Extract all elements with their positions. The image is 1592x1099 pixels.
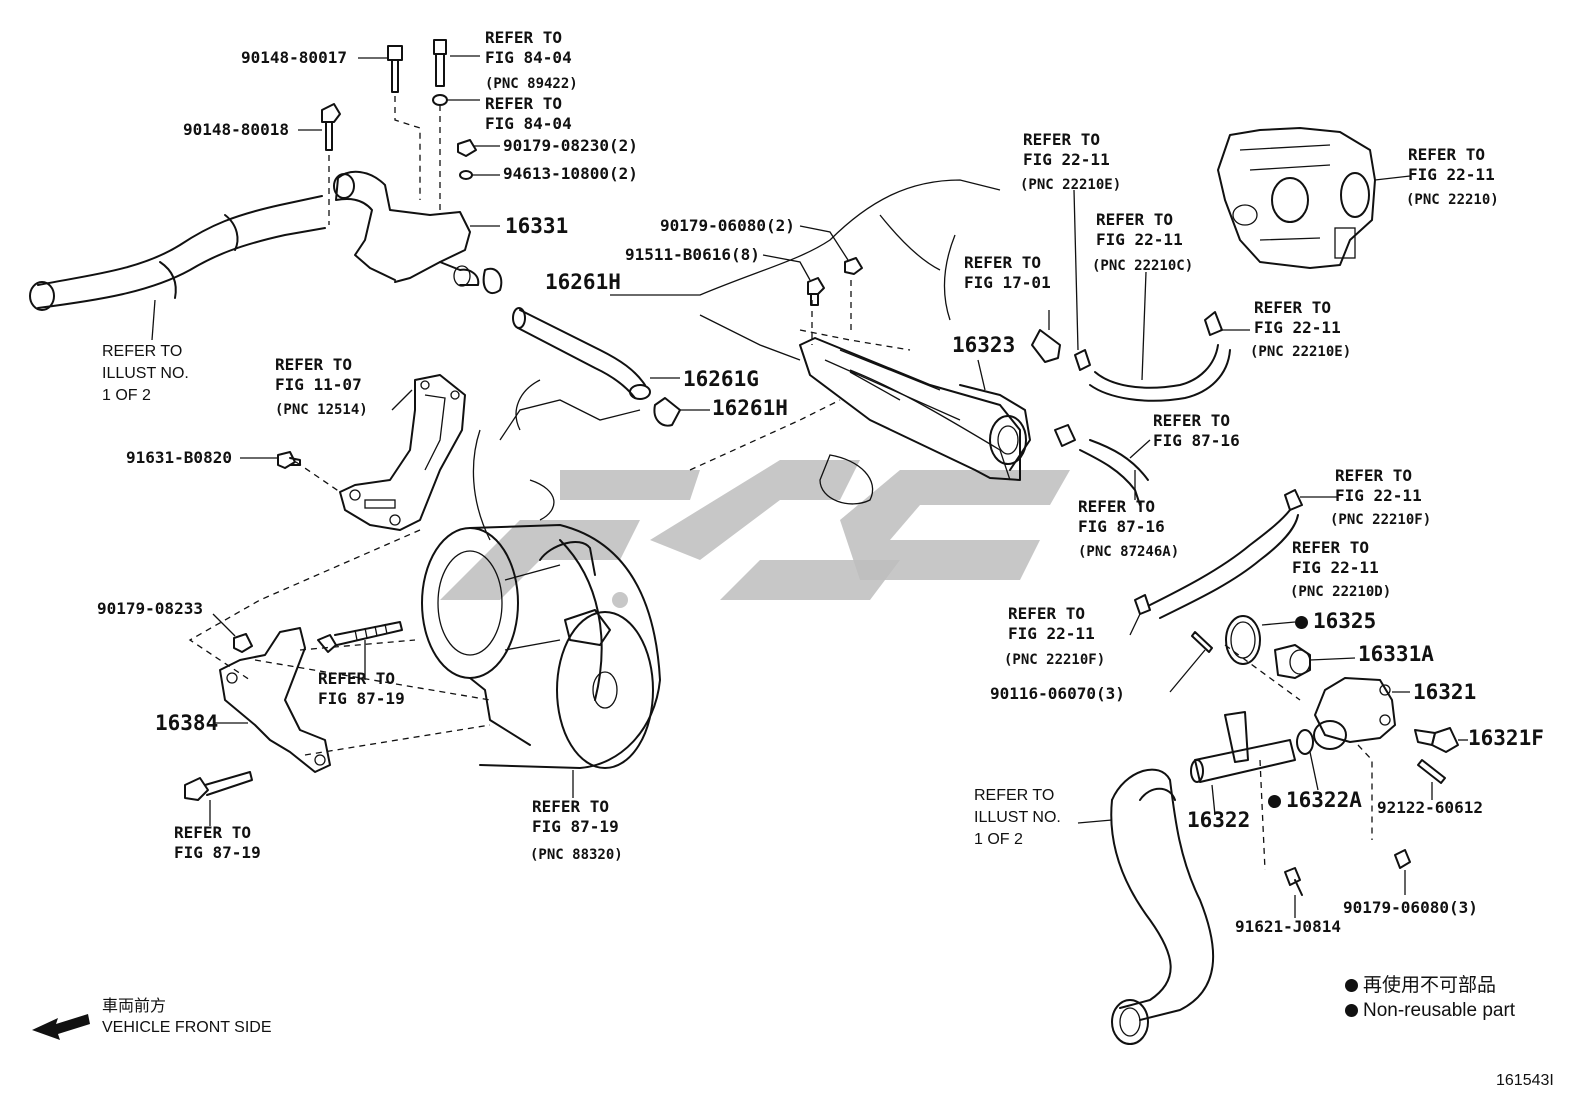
watermark-logo [440,460,1070,608]
callout-p90116-06070: 90116-06070(3) [990,684,1125,703]
nonreusable-dot-icon [1345,979,1358,992]
hoses-right-upper [1031,189,1250,402]
callout-p16322A: 16322A [1268,788,1362,812]
legend-nonreusable-en: Non-reusable part [1345,1001,1515,1021]
callout-text: 16322A [1286,788,1362,812]
water-inlet-pipe [1190,711,1296,816]
callout-p90179-06080-2: 90179-06080(2) [660,216,795,235]
callout-p16331A: 16331A [1358,642,1434,666]
callout-p16323: 16323 [952,333,1016,357]
callout-ref-illust-2: REFER TO ILLUST NO. 1 OF 2 [974,787,1061,848]
nonreusable-dot-icon [1345,1004,1358,1017]
callout-p94613-10800: 94613-10800(2) [503,164,638,183]
callout-ref-17-01: REFER TO FIG 17-01 [964,253,1051,292]
callout-pnc-22210: (PNC 22210) [1406,192,1499,208]
water-outlet [333,170,503,295]
callout-ref-22-11-c: REFER TO FIG 22-11 [1408,145,1495,184]
nonreusable-dot-icon [1268,795,1281,808]
ac-compressor [421,479,661,798]
callout-text: 16325 [1313,609,1377,633]
callout-p16384: 16384 [155,711,219,735]
callout-p91621-J0814: 91621-J0814 [1235,917,1341,936]
callout-p16321F: 16321F [1468,726,1544,750]
callout-ref-22-11-e: REFER TO FIG 22-11 [1335,466,1422,505]
callout-pnc-88320: (PNC 88320) [530,847,623,863]
callout-ref-87-19-c: REFER TO FIG 87-19 [532,797,619,836]
nonreusable-dot-icon [1295,616,1308,629]
legend-jp-text: 再使用不可部品 [1363,975,1497,996]
callout-ref-84-04-b: REFER TO FIG 84-04 [485,94,572,133]
callout-p16325: 16325 [1295,609,1376,633]
callout-ref-87-16-b: REFER TO FIG 87-16 [1078,497,1165,536]
callout-pnc-22210C: (PNC 22210C) [1092,258,1194,274]
callout-ref-11-07: REFER TO FIG 11-07 [275,355,362,394]
callout-p16331: 16331 [505,214,569,238]
callout-p90179-08230: 90179-08230(2) [503,136,638,155]
water-bypass-pipe [799,280,1031,481]
callout-ref-22-11-f: REFER TO FIG 22-11 [1292,538,1379,577]
callout-pnc-12514: (PNC 12514) [275,402,368,418]
illustration-id: 161543I [1496,1072,1554,1089]
callout-pnc-22210E-b: (PNC 22210E) [1250,344,1352,360]
compressor-bracket-upper [188,374,466,681]
callout-ref-87-19-b: REFER TO FIG 87-19 [174,823,261,862]
bolts-middle [762,225,863,306]
direction-en: VEHICLE FRONT SIDE [102,1019,272,1036]
callout-p91511-B0616: 91511-B0616(8) [625,245,760,264]
callout-p90148-80018: 90148-80018 [183,120,289,139]
legend-nonreusable-jp: 再使用不可部品 [1345,976,1496,996]
bypass-hose [512,307,710,427]
callout-p90179-08233: 90179-08233 [97,599,203,618]
callout-pnc-87246A: (PNC 87246A) [1078,544,1180,560]
callout-p90148-80017: 90148-80017 [241,48,347,67]
callout-p90179-06080-3: 90179-06080(3) [1343,898,1478,917]
throttle-body [1217,127,1411,269]
callout-pnc-22210F-a: (PNC 22210F) [1330,512,1432,528]
direction-jp: 車両前方 [102,998,167,1015]
bolt-91631 [240,451,301,469]
callout-ref-87-16-a: REFER TO FIG 87-16 [1153,411,1240,450]
callout-p16261H-b: 16261H [712,396,788,420]
callout-ref-illust-1: REFER TO ILLUST NO. 1 OF 2 [102,343,189,404]
hoses-right-lower [1054,424,1338,636]
callout-p16261G: 16261G [683,367,759,391]
callout-p16322: 16322 [1187,808,1251,832]
callout-p16321: 16321 [1413,680,1477,704]
callout-ref-22-11-a: REFER TO FIG 22-11 [1023,130,1110,169]
callout-ref-22-11-b: REFER TO FIG 22-11 [1096,210,1183,249]
lower-radiator-hose [1077,768,1215,1045]
legend-en-text: Non-reusable part [1363,1000,1516,1021]
studs-left [184,621,403,826]
compressor-mount-bracket [212,613,491,773]
callout-p91631-B0820: 91631-B0820 [126,448,232,467]
upper-left-hose [29,195,326,341]
callout-p16261H-a: 16261H [545,270,621,294]
callout-ref-87-19-a: REFER TO FIG 87-19 [318,669,405,708]
callout-pnc-22210D: (PNC 22210D) [1290,584,1392,600]
callout-ref-84-04-a: REFER TO FIG 84-04 [485,28,572,67]
callout-p92122-60612: 92122-60612 [1377,798,1483,817]
callout-ref-22-11-d: REFER TO FIG 22-11 [1254,298,1341,337]
callout-pnc-89422: (PNC 89422) [485,76,578,92]
thermostat-assembly [1169,615,1468,918]
callout-ref-22-11-g: REFER TO FIG 22-11 [1008,604,1095,643]
callout-pnc-22210E-a: (PNC 22210E) [1020,177,1122,193]
bolts-top [298,39,500,225]
front-direction-arrow-icon [32,1014,90,1040]
callout-pnc-22210F-b: (PNC 22210F) [1004,652,1106,668]
